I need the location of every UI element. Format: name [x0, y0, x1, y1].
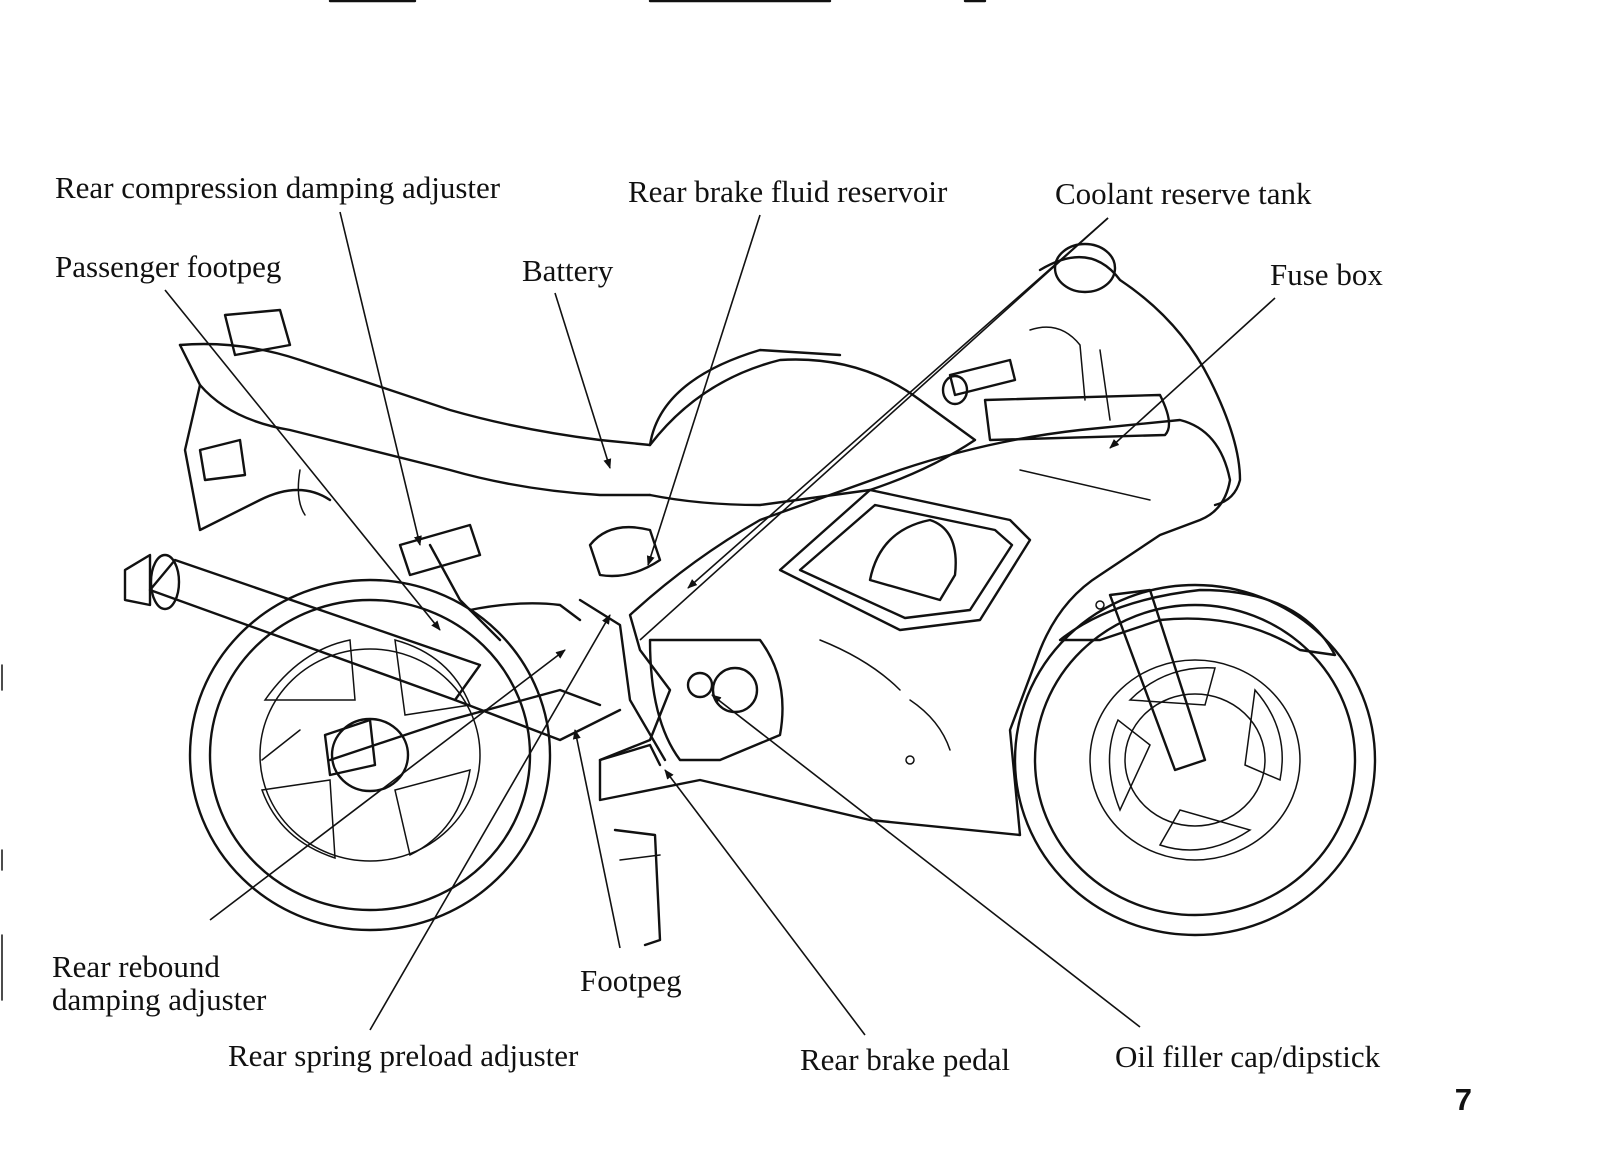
- page-number: 7: [1454, 1082, 1472, 1117]
- label-footpeg: Footpeg: [580, 963, 682, 998]
- leader-passenger-footpeg: [164, 289, 441, 631]
- leader-rear-rebound: [209, 649, 566, 921]
- leader-footpeg: [572, 729, 621, 949]
- leader-coolant-tank: [687, 217, 1109, 589]
- leader-rear-spring: [369, 614, 611, 1031]
- exhaust-muffler: [123, 553, 622, 742]
- label-rear-brake-fluid-reservoir: Rear brake fluid reservoir: [628, 174, 948, 209]
- scan-marks: [1, 0, 987, 1001]
- frame-and-engine: [323, 523, 784, 947]
- label-oil-filler-cap-dipstick: Oil filler cap/dipstick: [1115, 1039, 1381, 1074]
- label-rear-compression-damping-adjuster: Rear compression damping adjuster: [55, 170, 501, 205]
- label-fuse-box: Fuse box: [1270, 257, 1383, 292]
- fuel-tank: [648, 358, 977, 507]
- leader-lines: [164, 211, 1276, 1036]
- front-wheel: [1013, 583, 1377, 937]
- label-coolant-reserve-tank: Coolant reserve tank: [1055, 176, 1312, 211]
- label-rear-spring-preload-adjuster: Rear spring preload adjuster: [228, 1038, 579, 1073]
- rear-wheel: [188, 578, 552, 932]
- label-rear-rebound-damping-adjuster: Rear rebound damping adjuster: [52, 950, 266, 1016]
- leader-rear-brake-reservoir: [646, 214, 761, 566]
- motorcycle-illustration: [123, 242, 1377, 947]
- leader-oil-filler: [711, 694, 1141, 1028]
- front-fork: [1108, 588, 1207, 772]
- leader-rear-compression: [339, 211, 422, 546]
- label-rear-rebound-line1: Rear rebound: [52, 949, 220, 984]
- leader-rear-brake-pedal: [664, 769, 866, 1036]
- front-fender: [1058, 588, 1337, 657]
- seat-and-tail: [178, 308, 842, 532]
- fairing: [598, 418, 1232, 837]
- label-passenger-footpeg: Passenger footpeg: [55, 249, 282, 284]
- leader-battery: [554, 292, 612, 469]
- label-rear-rebound-line2: damping adjuster: [52, 982, 267, 1017]
- windscreen: [941, 242, 1242, 507]
- leader-coolant-tank-2: [639, 217, 1109, 641]
- label-rear-brake-pedal: Rear brake pedal: [800, 1042, 1010, 1077]
- leader-fuse-box: [1109, 297, 1276, 449]
- label-battery: Battery: [522, 253, 614, 288]
